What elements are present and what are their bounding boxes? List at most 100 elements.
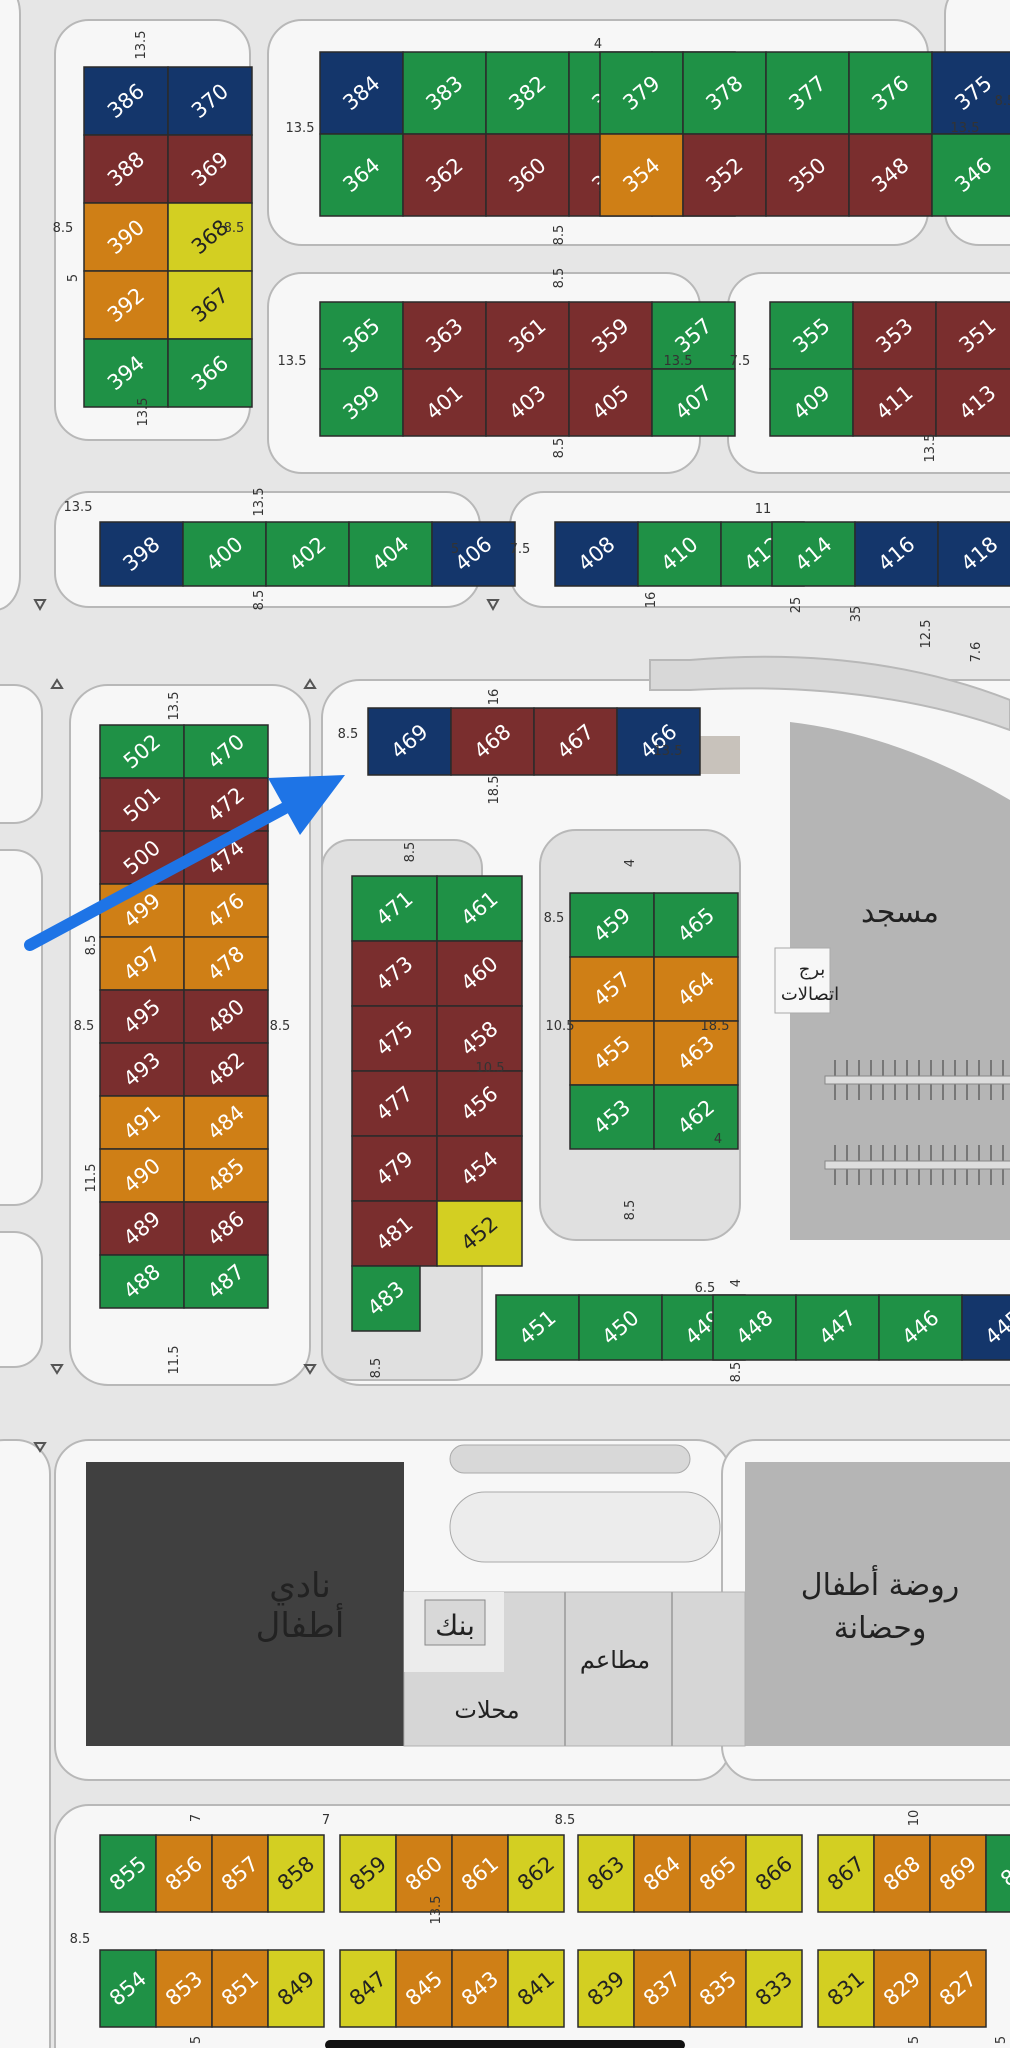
plot-fill[interactable] (319, 301, 404, 370)
plot-fill[interactable] (267, 1834, 325, 1913)
plot-fill[interactable] (577, 1949, 635, 2028)
plot-857[interactable]: 857 (211, 1834, 269, 1913)
plot-448[interactable]: 448 (712, 1294, 797, 1361)
plot-398[interactable]: 398 (99, 521, 184, 587)
plot-fill[interactable] (351, 1200, 438, 1267)
plot-fill[interactable] (451, 1834, 509, 1913)
plot-fill[interactable] (319, 133, 404, 217)
plot-410[interactable]: 410 (637, 521, 722, 587)
plot-359[interactable]: 359 (568, 301, 653, 370)
plot-864[interactable]: 864 (633, 1834, 691, 1913)
plot-fill[interactable] (599, 133, 684, 217)
plot-fill[interactable] (267, 1949, 325, 2028)
plot-fill[interactable] (348, 521, 433, 587)
plot-fill[interactable] (351, 1265, 421, 1332)
plot-fill[interactable] (83, 202, 169, 272)
plot-479[interactable]: 479 (351, 1135, 438, 1202)
plot-fill[interactable] (878, 1294, 963, 1361)
plot-fill[interactable] (155, 1949, 213, 2028)
plot-fill[interactable] (568, 368, 653, 437)
plot-403[interactable]: 403 (485, 368, 570, 437)
plot-fill[interactable] (99, 1201, 185, 1256)
plot-485[interactable]: 485 (183, 1148, 269, 1203)
plot-fill[interactable] (633, 1949, 691, 2028)
plot-364[interactable]: 364 (319, 133, 404, 217)
plot-866[interactable]: 866 (745, 1834, 803, 1913)
plot-fill[interactable] (351, 1135, 438, 1202)
plot-462[interactable]: 462 (653, 1084, 739, 1150)
plot-497[interactable]: 497 (99, 936, 185, 991)
plot-853[interactable]: 853 (155, 1949, 213, 2028)
plot-fill[interactable] (436, 875, 523, 942)
plot-483[interactable]: 483 (351, 1265, 421, 1332)
plot-833[interactable]: 833 (745, 1949, 803, 2028)
plot-fill[interactable] (485, 133, 570, 217)
plot-fill[interactable] (848, 51, 933, 135)
plot-859[interactable]: 859 (339, 1834, 397, 1913)
plot-491[interactable]: 491 (99, 1095, 185, 1150)
plot-360[interactable]: 360 (485, 133, 570, 217)
plot-457[interactable]: 457 (569, 956, 655, 1022)
plot-fill[interactable] (745, 1949, 803, 2028)
plot-841[interactable]: 841 (507, 1949, 565, 2028)
plot-849[interactable]: 849 (267, 1949, 325, 2028)
plot-469[interactable]: 469 (367, 707, 452, 776)
plot-fill[interactable] (182, 521, 267, 587)
plot-363[interactable]: 363 (402, 301, 487, 370)
plot-470[interactable]: 470 (183, 724, 269, 779)
plot-fill[interactable] (167, 270, 253, 340)
plot-451[interactable]: 451 (495, 1294, 580, 1361)
plot-346[interactable]: 346 (931, 133, 1010, 217)
plot-fill[interactable] (99, 1148, 185, 1203)
plot-499[interactable]: 499 (99, 883, 185, 938)
plot-fill[interactable] (682, 133, 767, 217)
plot-376[interactable]: 376 (848, 51, 933, 135)
plot-fill[interactable] (937, 521, 1010, 587)
plot-414[interactable]: 414 (771, 521, 856, 587)
plot-868[interactable]: 868 (873, 1834, 931, 1913)
plot-fill[interactable] (99, 521, 184, 587)
plot-867[interactable]: 867 (817, 1834, 875, 1913)
plot-fill[interactable] (852, 368, 937, 437)
plot-fill[interactable] (485, 51, 570, 135)
plot-348[interactable]: 348 (848, 133, 933, 217)
plot-858[interactable]: 858 (267, 1834, 325, 1913)
plot-fill[interactable] (653, 1084, 739, 1150)
plot-fill[interactable] (689, 1834, 747, 1913)
plot-475[interactable]: 475 (351, 1005, 438, 1072)
plot-366[interactable]: 366 (167, 338, 253, 408)
plot-fill[interactable] (183, 1254, 269, 1309)
plot-fill[interactable] (653, 892, 739, 958)
plot-354[interactable]: 354 (599, 133, 684, 217)
plot-fill[interactable] (319, 368, 404, 437)
plot-390[interactable]: 390 (83, 202, 169, 272)
plot-860[interactable]: 860 (395, 1834, 453, 1913)
plot-487[interactable]: 487 (183, 1254, 269, 1309)
plot-416[interactable]: 416 (854, 521, 939, 587)
plot-fill[interactable] (616, 707, 701, 776)
plot-413[interactable]: 413 (935, 368, 1010, 437)
plot-fill[interactable] (507, 1949, 565, 2028)
plot-827[interactable]: 827 (929, 1949, 987, 2028)
plot-fill[interactable] (83, 134, 169, 204)
plot-865[interactable]: 865 (689, 1834, 747, 1913)
plot-454[interactable]: 454 (436, 1135, 523, 1202)
plot-467[interactable]: 467 (533, 707, 618, 776)
plot-843[interactable]: 843 (451, 1949, 509, 2028)
plot-fill[interactable] (569, 956, 655, 1022)
plot-477[interactable]: 477 (351, 1070, 438, 1137)
plot-fill[interactable] (183, 724, 269, 779)
plot-837[interactable]: 837 (633, 1949, 691, 2028)
plot-fill[interactable] (402, 368, 487, 437)
plot-402[interactable]: 402 (265, 521, 350, 587)
plot-fill[interactable] (183, 1042, 269, 1097)
plot-fill[interactable] (854, 521, 939, 587)
plot-fill[interactable] (769, 368, 854, 437)
plot-447[interactable]: 447 (795, 1294, 880, 1361)
plot-fill[interactable] (99, 1254, 185, 1309)
plot-478[interactable]: 478 (183, 936, 269, 991)
plot-fill[interactable] (99, 1834, 157, 1913)
plot-464[interactable]: 464 (653, 956, 739, 1022)
plot-465[interactable]: 465 (653, 892, 739, 958)
plot-480[interactable]: 480 (183, 989, 269, 1044)
